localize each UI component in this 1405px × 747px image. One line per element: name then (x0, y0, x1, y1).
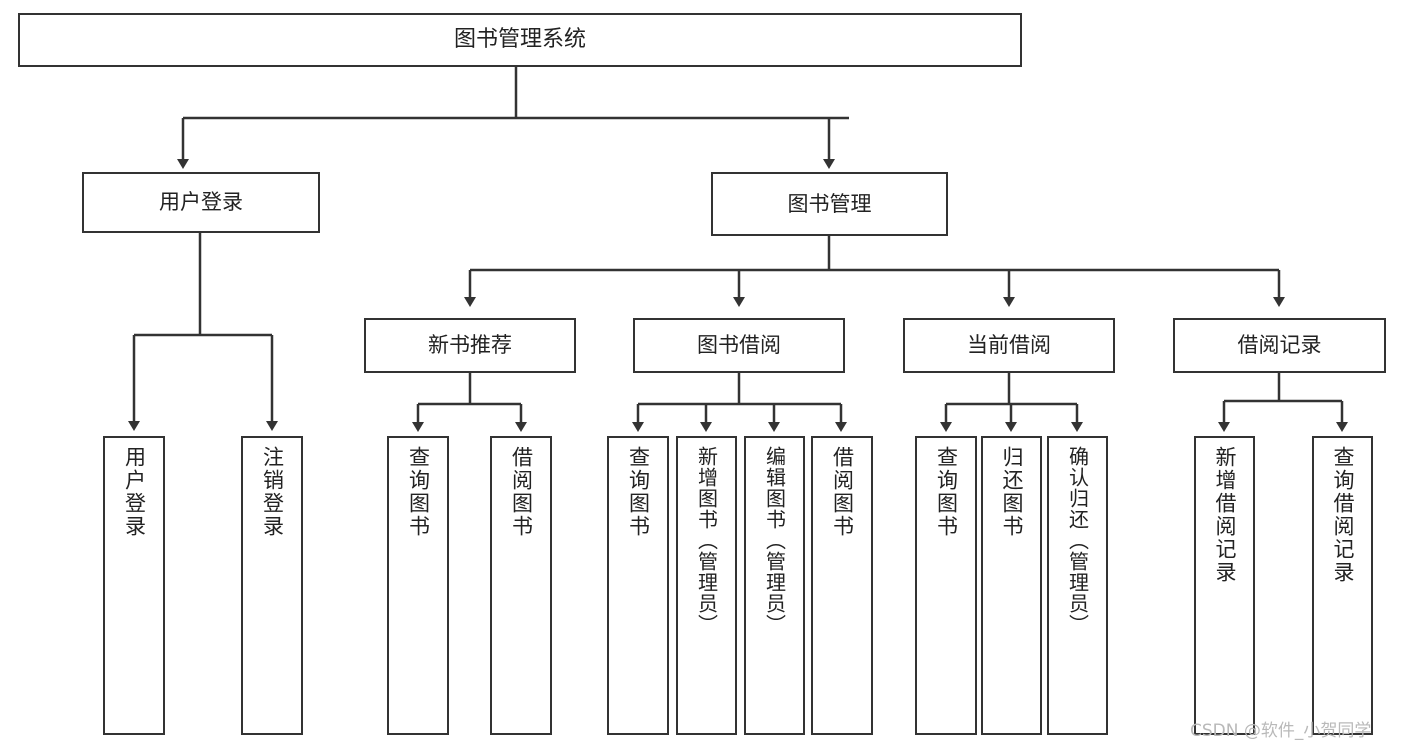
node-borrow-record-label: 借阅记录 (1237, 333, 1322, 358)
node-book-borrow[interactable]: 图书借阅 (633, 318, 845, 373)
node-root[interactable]: 图书管理系统 (18, 13, 1022, 67)
node-leaf-edit-book-label: 编辑图书（管理员） (762, 446, 787, 635)
node-leaf-add-book[interactable]: 新增图书（管理员） (676, 436, 737, 735)
node-leaf-add-record[interactable]: 新增借阅记录 (1194, 436, 1255, 735)
node-leaf-borrow-book-1-label: 借阅图书 (509, 446, 534, 538)
node-leaf-query-record[interactable]: 查询借阅记录 (1312, 436, 1373, 735)
node-leaf-return-book-label: 归还图书 (1000, 446, 1024, 538)
node-leaf-query-book-1[interactable]: 查询图书 (387, 436, 449, 735)
node-book-manage-label: 图书管理 (787, 191, 872, 216)
node-borrow-record[interactable]: 借阅记录 (1173, 318, 1386, 373)
node-leaf-user-logout-label: 注销登录 (260, 446, 285, 538)
node-leaf-query-record-label: 查询借阅记录 (1331, 446, 1355, 584)
node-leaf-user-logout[interactable]: 注销登录 (241, 436, 303, 735)
node-leaf-query-book-3[interactable]: 查询图书 (915, 436, 977, 735)
node-leaf-borrow-book-1[interactable]: 借阅图书 (490, 436, 552, 735)
node-leaf-return-book[interactable]: 归还图书 (981, 436, 1042, 735)
node-leaf-query-book-1-label: 查询图书 (406, 446, 431, 538)
node-leaf-user-login[interactable]: 用户登录 (103, 436, 165, 735)
node-new-book-rec[interactable]: 新书推荐 (364, 318, 576, 373)
node-current-borrow[interactable]: 当前借阅 (903, 318, 1115, 373)
node-leaf-borrow-book-2[interactable]: 借阅图书 (811, 436, 873, 735)
node-leaf-confirm-return[interactable]: 确认归还（管理员） (1047, 436, 1108, 735)
node-leaf-edit-book[interactable]: 编辑图书（管理员） (744, 436, 805, 735)
node-user-login-label: 用户登录 (159, 190, 243, 215)
node-new-book-rec-label: 新书推荐 (428, 333, 512, 358)
node-leaf-query-book-2-label: 查询图书 (626, 446, 651, 538)
node-leaf-query-book-2[interactable]: 查询图书 (607, 436, 669, 735)
csdn-watermark: CSDN @软件_小贺同学 (1190, 721, 1372, 741)
node-leaf-confirm-return-label: 确认归还（管理员） (1065, 446, 1090, 635)
node-current-borrow-label: 当前借阅 (967, 333, 1051, 358)
node-user-login[interactable]: 用户登录 (82, 172, 320, 233)
node-leaf-add-record-label: 新增借阅记录 (1213, 446, 1237, 584)
node-root-label: 图书管理系统 (453, 27, 586, 53)
node-leaf-query-book-3-label: 查询图书 (934, 446, 959, 538)
node-leaf-user-login-label: 用户登录 (122, 446, 147, 538)
node-book-manage[interactable]: 图书管理 (711, 172, 948, 236)
node-leaf-add-book-label: 新增图书（管理员） (694, 446, 719, 635)
node-leaf-borrow-book-2-label: 借阅图书 (830, 446, 855, 538)
node-book-borrow-label: 图书借阅 (697, 333, 781, 358)
